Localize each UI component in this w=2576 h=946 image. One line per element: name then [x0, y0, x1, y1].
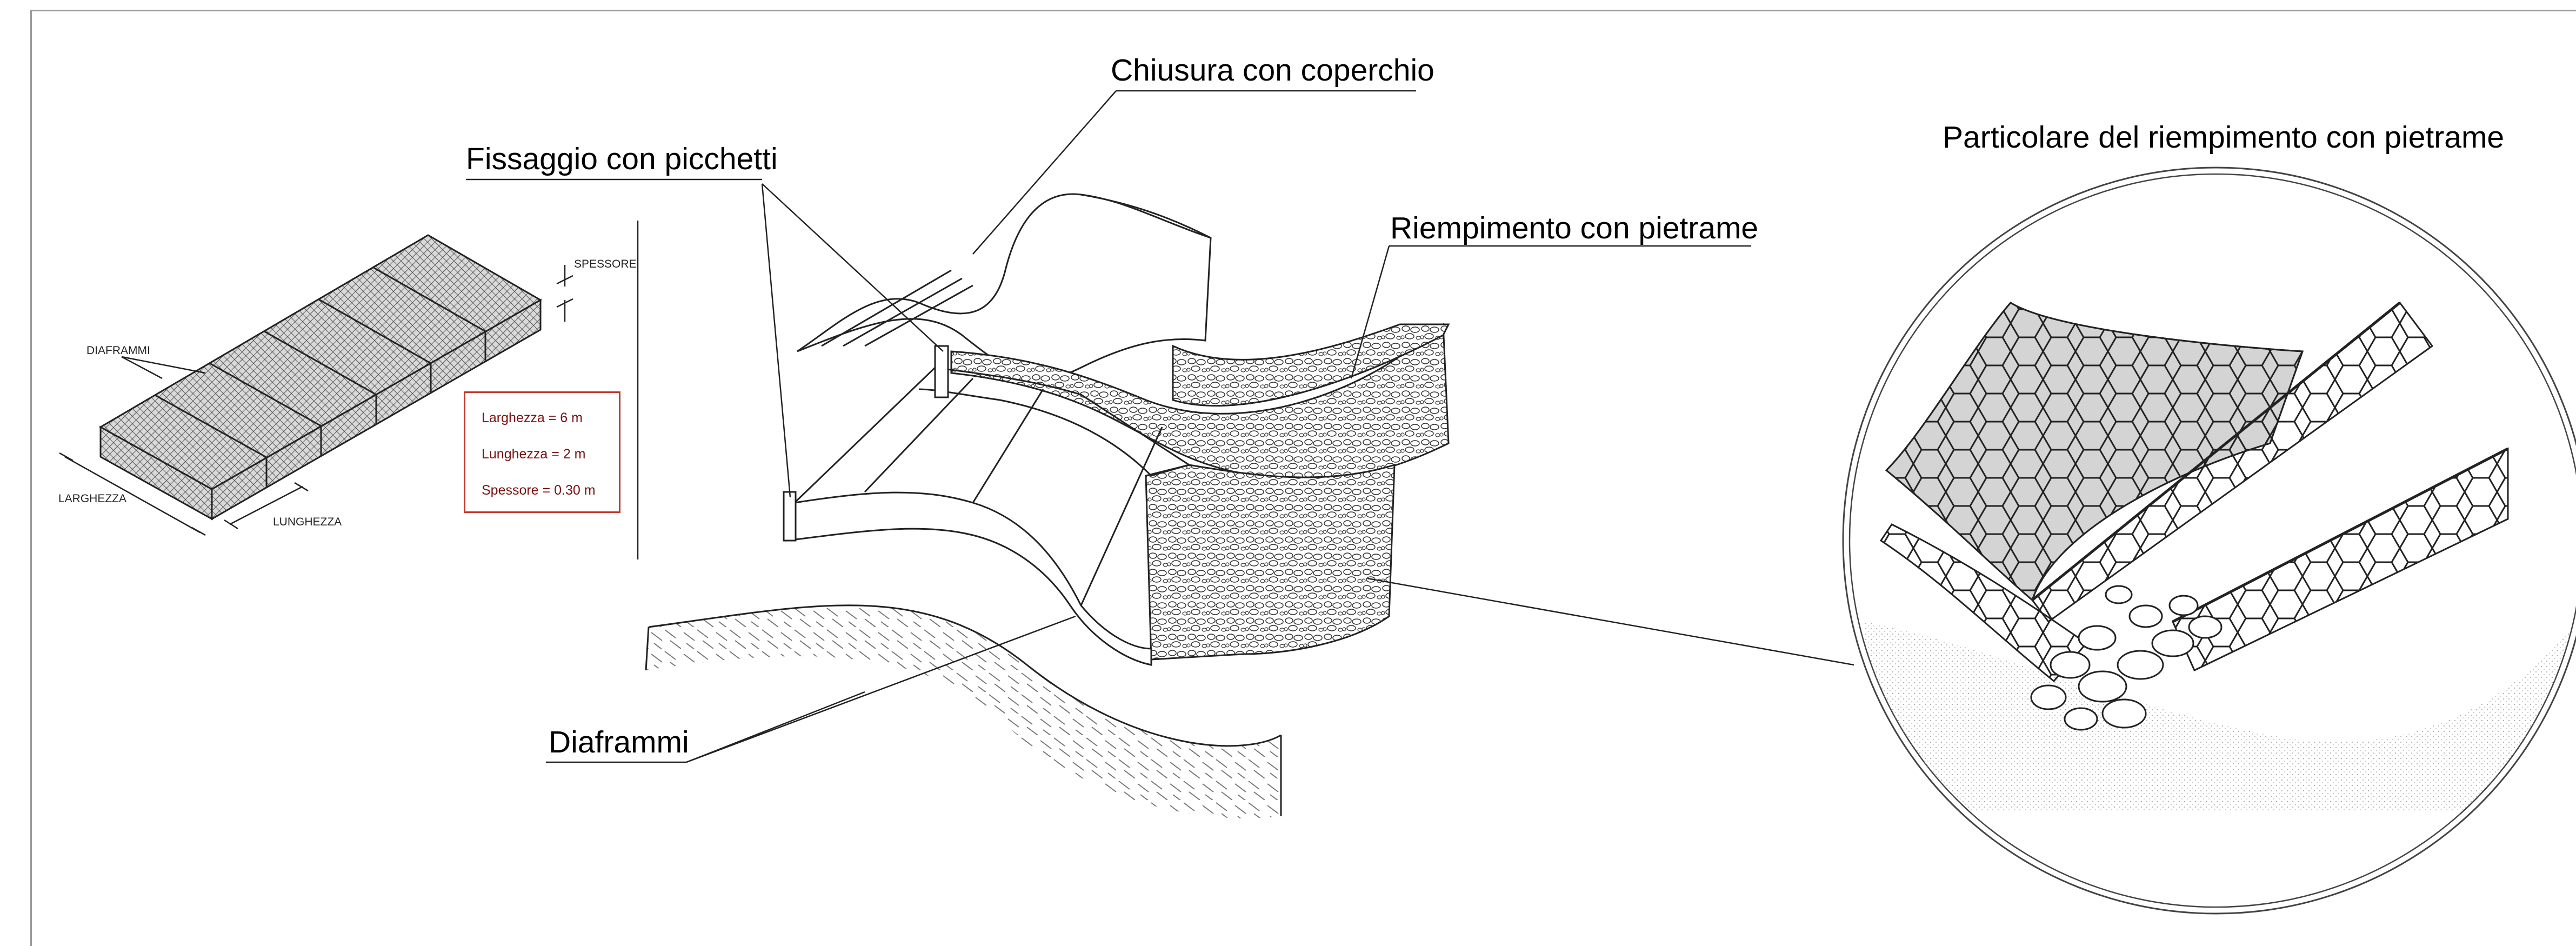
label-spessore-small: SPESSORE [574, 258, 637, 270]
dimensions-box: Larghezza = 6 m Lunghezza = 2 m Spessore… [464, 391, 620, 513]
dimension-lunghezza: Lunghezza = 2 m [482, 447, 586, 462]
label-fissaggio: Fissaggio con picchetti [466, 142, 778, 176]
label-diaframmi-small: DIAFRAMMI [86, 344, 150, 357]
small-mattress-drawing [59, 221, 639, 559]
dimension-spessore: Spessore = 0.30 m [482, 483, 596, 498]
sheet-frame [30, 10, 2576, 946]
label-particolare: Particolare del riempimento con pietrame [1943, 120, 2505, 155]
label-diaframmi: Diaframmi [549, 725, 689, 760]
label-larghezza-small: LARGHEZZA [58, 492, 127, 505]
dimension-larghezza: Larghezza = 6 m [482, 410, 583, 425]
detail-circle [1842, 166, 2576, 915]
label-riempimento: Riempimento con pietrame [1390, 211, 1759, 245]
main-gabion-drawing [466, 90, 1854, 818]
label-chiusura: Chiusura con coperchio [1111, 53, 1434, 88]
label-lunghezza-small: LUNGHEZZA [273, 516, 342, 528]
